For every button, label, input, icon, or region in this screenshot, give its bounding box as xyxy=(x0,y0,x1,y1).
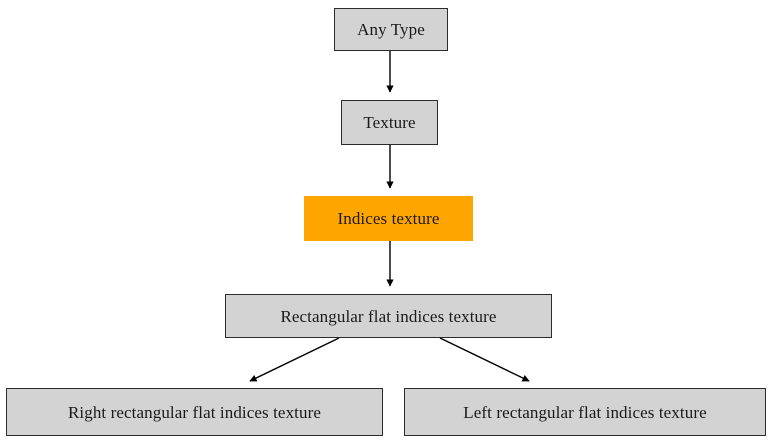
node-label: Any Type xyxy=(357,20,425,39)
node-label: Left rectangular flat indices texture xyxy=(463,402,707,422)
node-label: Rectangular flat indices texture xyxy=(280,306,497,326)
edge-rectangular-to-right-rectangular xyxy=(249,337,340,382)
edge-rectangular-to-left-rectangular xyxy=(439,337,530,382)
node-label: Texture xyxy=(363,113,416,132)
node-label: Indices texture xyxy=(337,209,440,228)
node-left-rectangular-flat-indices-texture[interactable]: Left rectangular flat indices texture xyxy=(404,388,766,436)
node-indices-texture[interactable]: Indices texture xyxy=(304,196,473,241)
node-any-type[interactable]: Any Type xyxy=(334,8,448,51)
node-right-rectangular-flat-indices-texture[interactable]: Right rectangular flat indices texture xyxy=(6,388,383,436)
node-rectangular-flat-indices-texture[interactable]: Rectangular flat indices texture xyxy=(225,294,552,338)
node-texture[interactable]: Texture xyxy=(341,100,438,145)
node-label: Right rectangular flat indices texture xyxy=(67,402,322,422)
